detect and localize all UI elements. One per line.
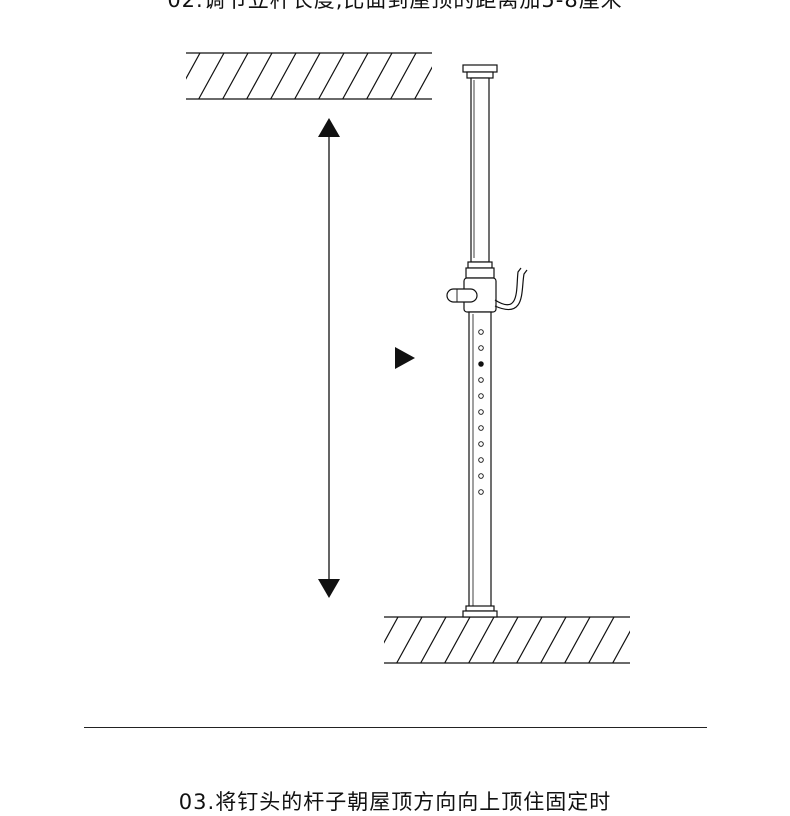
pole-hole [478, 393, 484, 399]
right-triangle-pointer-icon [395, 347, 415, 369]
pole-hole [478, 473, 484, 479]
ceiling-hatch-line [270, 53, 297, 99]
floor-hatch-line [444, 617, 471, 663]
ceiling-hatch-line [414, 66, 432, 99]
ceiling-hatch-line [246, 53, 273, 99]
section-divider [84, 727, 707, 728]
ceiling-hatch-line [366, 53, 393, 99]
ceiling-hatch-line [342, 53, 369, 99]
ceiling-hatch [186, 52, 464, 100]
pole-hole [478, 457, 484, 463]
floor-hatch-line [420, 617, 447, 663]
ceiling-hatch-line [186, 53, 201, 80]
floor-hatch-line [396, 617, 423, 663]
floor-hatch-line [637, 617, 662, 663]
double-headed-vertical-arrow-icon [318, 118, 340, 598]
step-three-caption: 03.将钉头的杆子朝屋顶方向向上顶住固定时 [178, 790, 612, 814]
floor-hatch [384, 616, 662, 664]
pole-hole [478, 345, 484, 351]
pole-hole [478, 441, 484, 447]
adjustment-holes [478, 329, 484, 495]
floor-hatch-line [540, 617, 567, 663]
pole-hole [478, 425, 484, 431]
pole-hole [478, 329, 484, 335]
pole-hole [478, 361, 484, 367]
floor-hatch-line [588, 617, 615, 663]
ceiling-hatch-line [294, 53, 321, 99]
floor-hatch-line [384, 617, 399, 644]
ceiling-hatch-line [198, 53, 225, 99]
ceiling-hatch-line [390, 53, 417, 99]
pole-hole [478, 377, 484, 383]
ceiling-hatch-line [222, 53, 249, 99]
floor-hatch-line [492, 617, 519, 663]
telescopic-support-pole [446, 64, 528, 618]
pole-hole [478, 409, 484, 415]
ceiling-hatch-line [318, 53, 345, 99]
ceiling-hatch-line [439, 53, 464, 99]
pole-hole [478, 489, 484, 495]
floor-hatch-line [564, 617, 591, 663]
step-two-caption: 02.调节立杆长度,比面到屋顶的距离加5-8厘米 [167, 0, 623, 12]
floor-hatch-line [468, 617, 495, 663]
floor-hatch-line [516, 617, 543, 663]
floor-hatch-line [612, 630, 630, 663]
